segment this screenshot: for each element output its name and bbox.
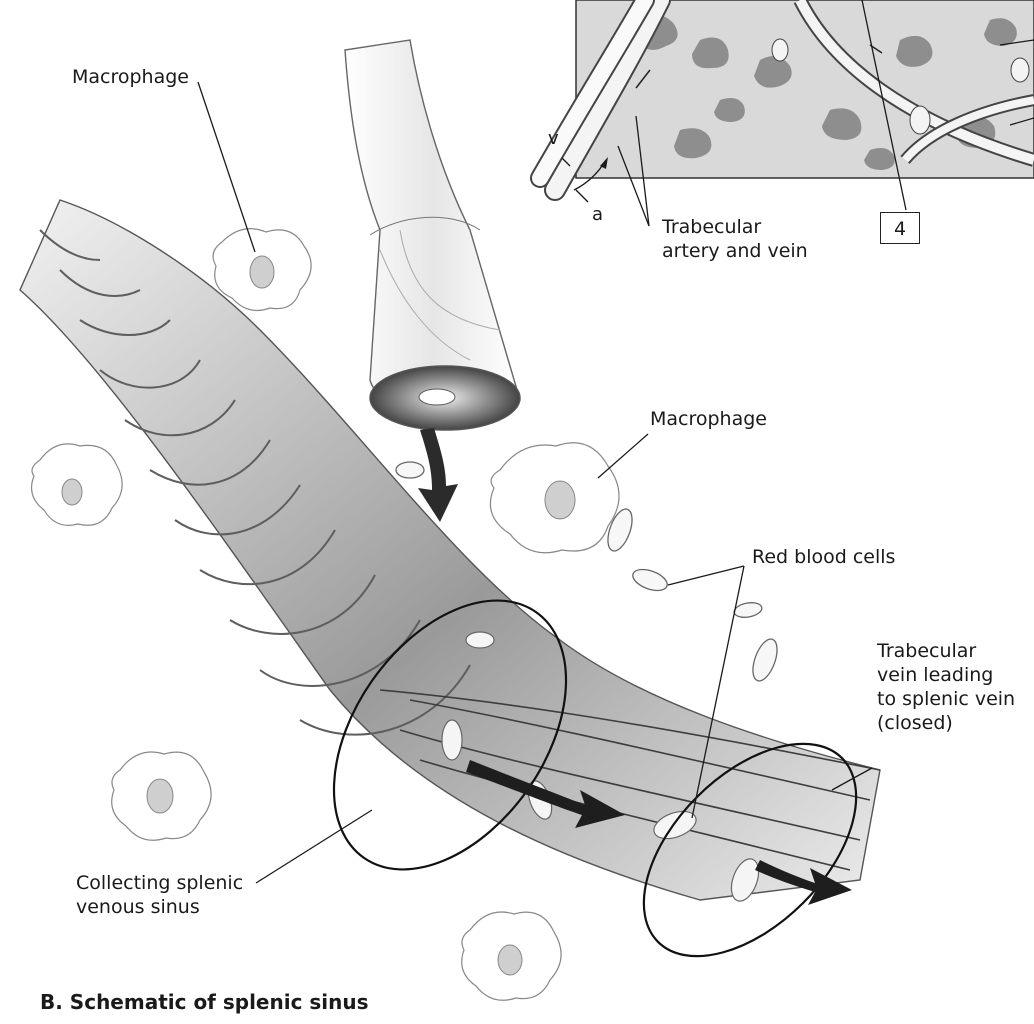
label-artery-letter: a <box>592 204 603 226</box>
label-trabecular-vein-2: vein leading <box>877 664 993 686</box>
histology-inset <box>540 0 1034 190</box>
label-collecting-sinus-2: venous sinus <box>76 896 200 918</box>
label-red-blood-cells: Red blood cells <box>752 546 895 568</box>
label-macrophage-top: Macrophage <box>72 66 189 88</box>
label-trabecular-vein-3: to splenic vein <box>877 688 1015 710</box>
figure-caption: B. Schematic of splenic sinus <box>40 990 369 1014</box>
label-trabecular-vein-1: Trabecular <box>877 640 976 662</box>
label-collecting-sinus-1: Collecting splenic <box>76 872 243 894</box>
label-macrophage-mid: Macrophage <box>650 408 767 430</box>
pulp-cord-cylinder <box>345 40 520 430</box>
flow-arrow-down <box>418 428 458 522</box>
label-vein-letter: v <box>548 128 559 150</box>
label-trabecular-artery-vein-2: artery and vein <box>662 240 808 262</box>
label-trabecular-artery-vein-1: Trabecular <box>662 216 761 238</box>
label-trabecular-vein-4: (closed) <box>877 712 953 734</box>
box-number-label: 4 <box>880 212 920 244</box>
